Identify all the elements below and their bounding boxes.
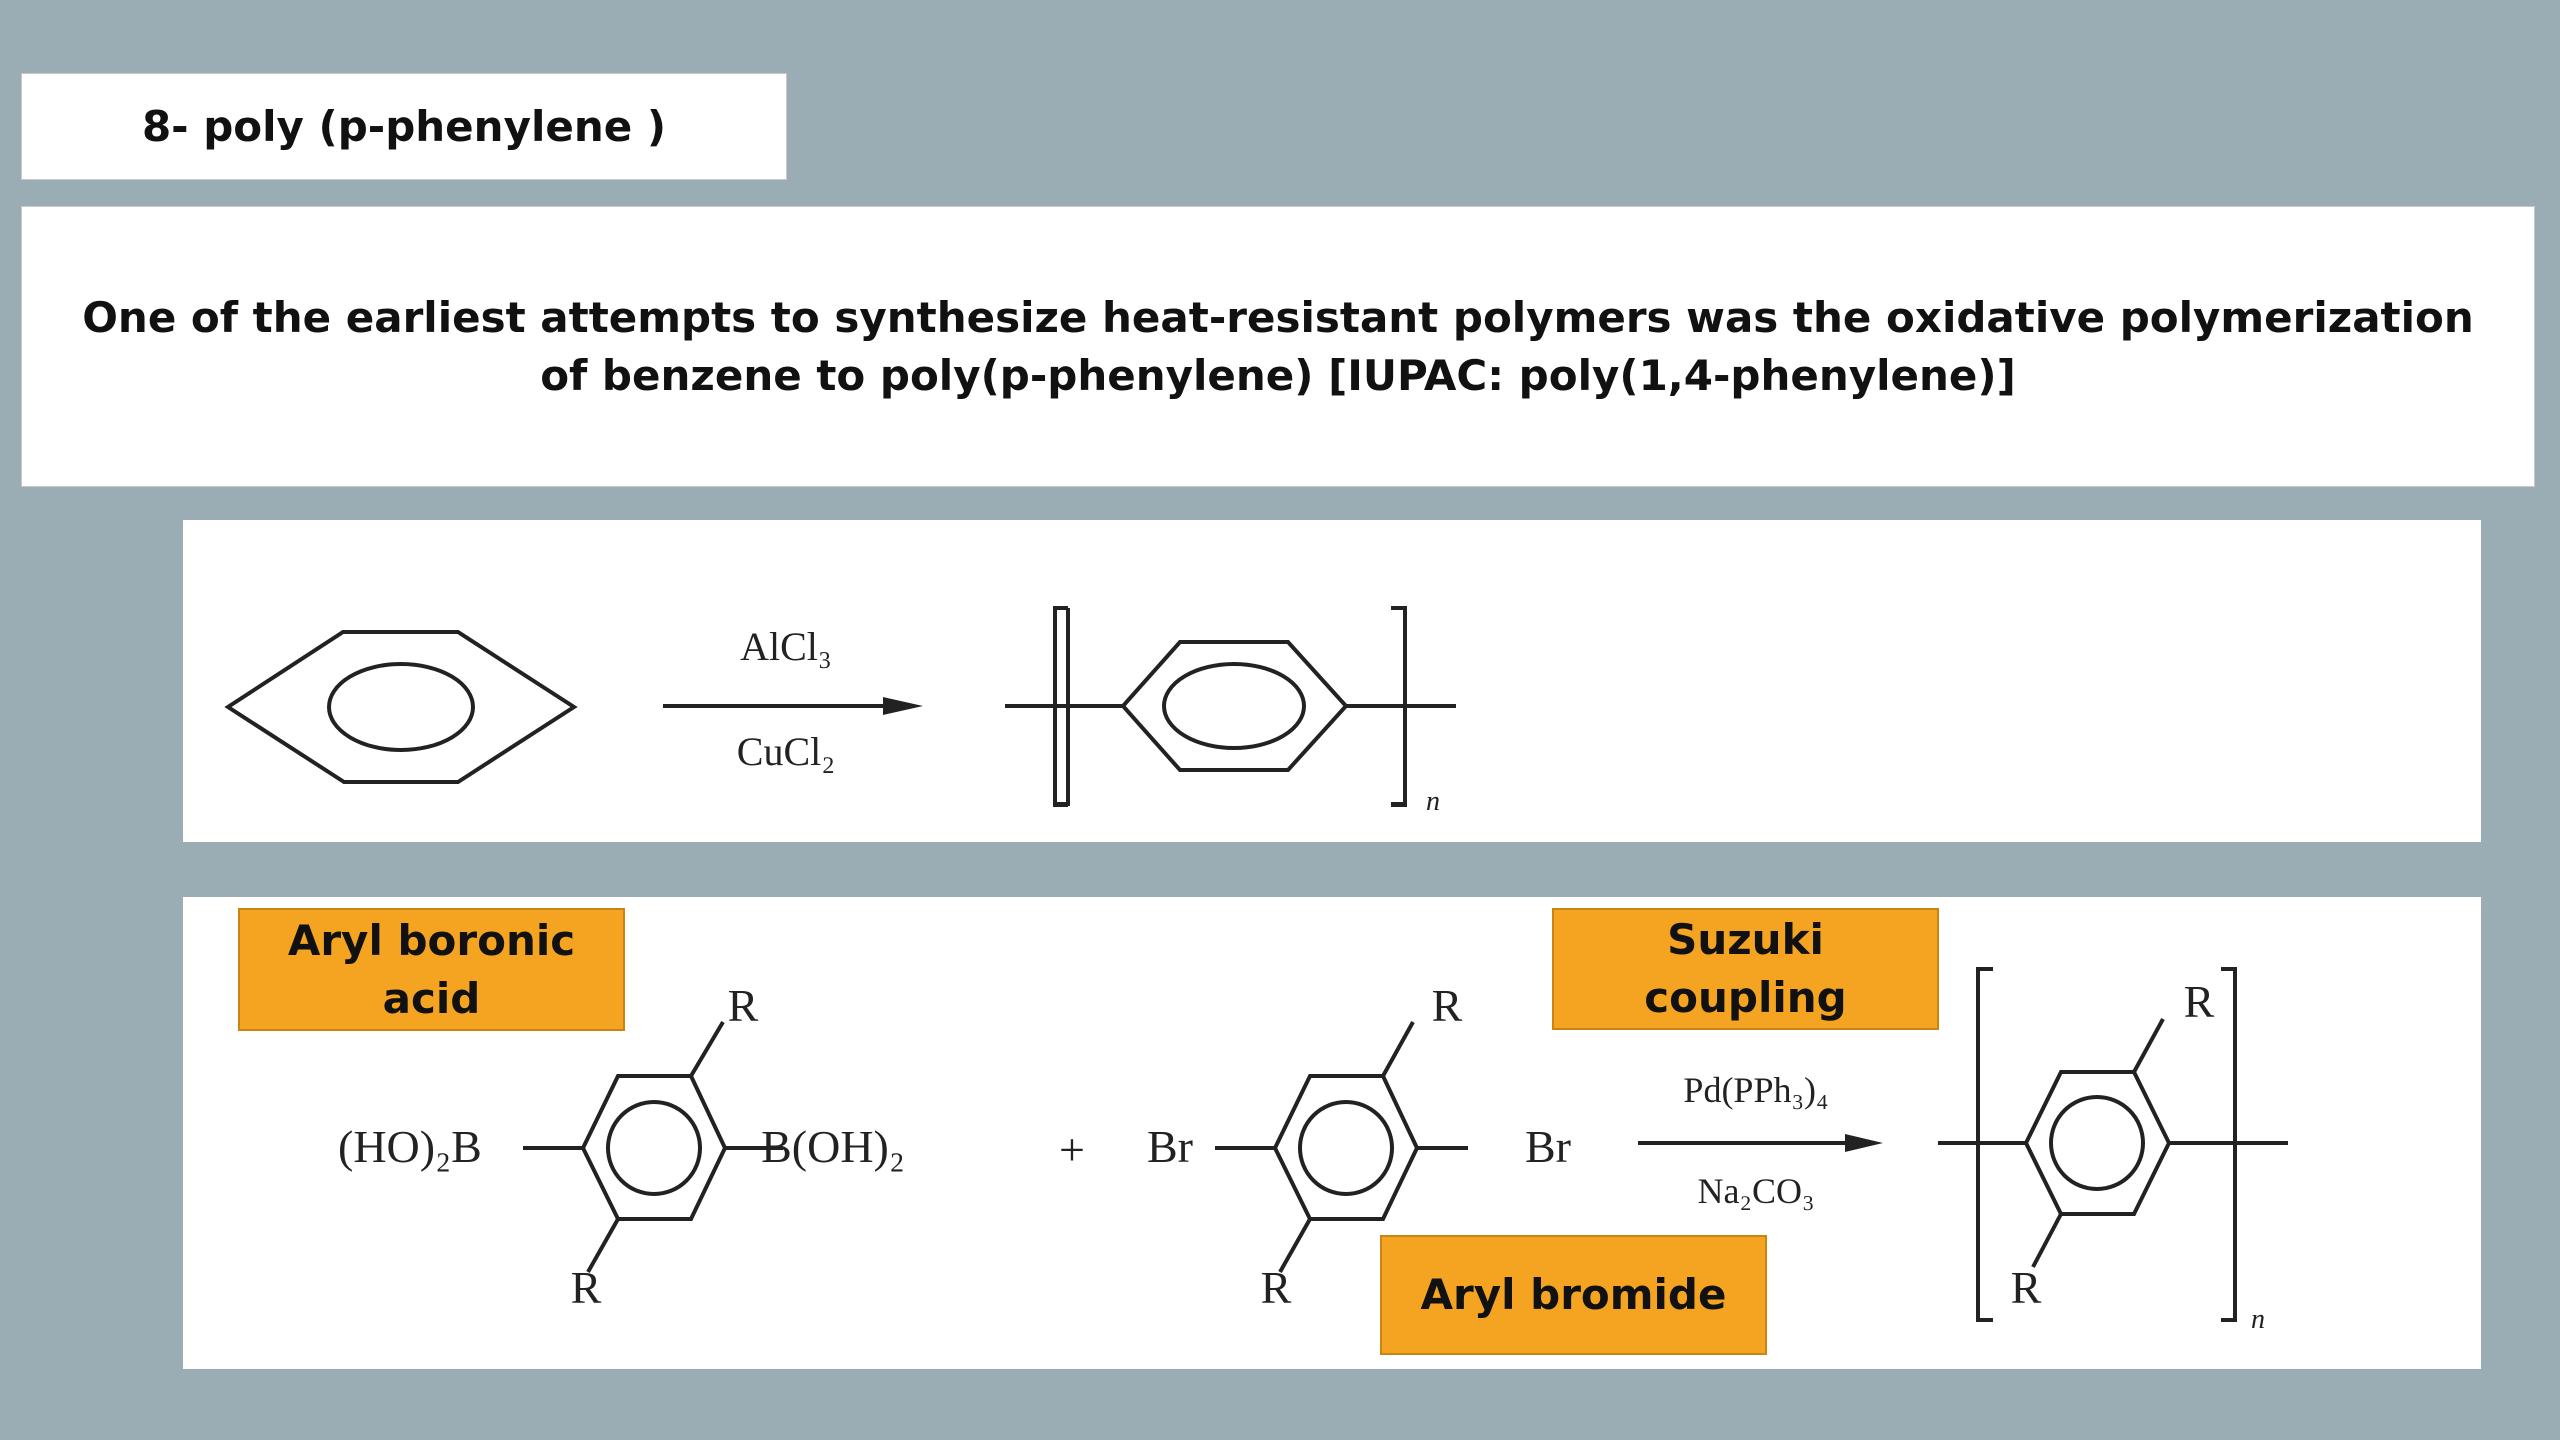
oxidative-polymerization-panel: AlCl₃ CuCl₂ n [183,520,2481,842]
poly-p-phenylene-structure [1005,606,1456,807]
boronic-left-group: (HO)₂B [338,1121,482,1172]
bromo-right-group: Br [1525,1121,1571,1172]
aryl-bromide-structure [1215,1021,1468,1273]
suzuki-coupling-tag: Suzuki coupling [1552,908,1939,1030]
reaction-arrow-2 [1638,1134,1883,1152]
reagent-alcl3: AlCl₃ [740,624,832,669]
boronic-r-top: R [728,980,759,1031]
page-title: 8- poly (p-phenylene ) [141,102,667,151]
repeat-subscript-n: n [1426,786,1440,817]
description-line-1: One of the earliest attempts to synthesi… [82,292,2474,342]
suzuki-coupling-label-line-2: coupling [1644,973,1847,1022]
substituted-polyphenylene-structure [1938,967,2288,1322]
reagent-base: Na₂CO₃ [1697,1171,1814,1211]
description-box: One of the earliest attempts to synthesi… [21,206,2535,487]
reaction-arrow-1 [663,697,923,715]
aryl-boronic-acid-label-line-2: acid [382,973,481,1023]
bromide-r-top: R [1432,980,1463,1031]
suzuki-coupling-scheme: (HO)₂B B(OH)₂ R R + Br Br R R Pd(PPh₃)₄ … [338,967,2288,1335]
aryl-bromide-tag: Aryl bromide [1380,1235,1767,1355]
reagent-pd-catalyst: Pd(PPh₃)₄ [1683,1070,1828,1110]
aryl-boronic-acid-tag: Aryl boronic acid [238,908,625,1031]
benzene-structure [224,630,578,784]
boronic-right-group: B(OH)₂ [761,1121,905,1172]
bromide-r-bottom: R [1261,1262,1292,1313]
reagent-cucl2: CuCl₂ [737,729,835,774]
polymer-r-bottom: R [2011,1262,2042,1313]
aryl-boronic-acid-structure [523,1020,783,1273]
suzuki-coupling-panel: (HO)₂B B(OH)₂ R R + Br Br R R Pd(PPh₃)₄ … [183,897,2481,1369]
aryl-boronic-acid-label-line-1: Aryl boronic [287,915,576,965]
plus-sign: + [1059,1124,1085,1175]
oxidative-polymerization-scheme: AlCl₃ CuCl₂ n [224,606,1456,817]
polymer-subscript-n: n [2251,1304,2265,1335]
suzuki-coupling-label-line-1: Suzuki [1667,915,1824,964]
polymer-r-top: R [2184,976,2215,1027]
title-box: 8- poly (p-phenylene ) [21,73,787,180]
bromo-left-group: Br [1147,1121,1193,1172]
aryl-bromide-label: Aryl bromide [1420,1270,1727,1319]
description-line-2: of benzene to poly(p-phenylene) [IUPAC: … [540,350,2016,400]
boronic-r-bottom: R [571,1262,602,1313]
